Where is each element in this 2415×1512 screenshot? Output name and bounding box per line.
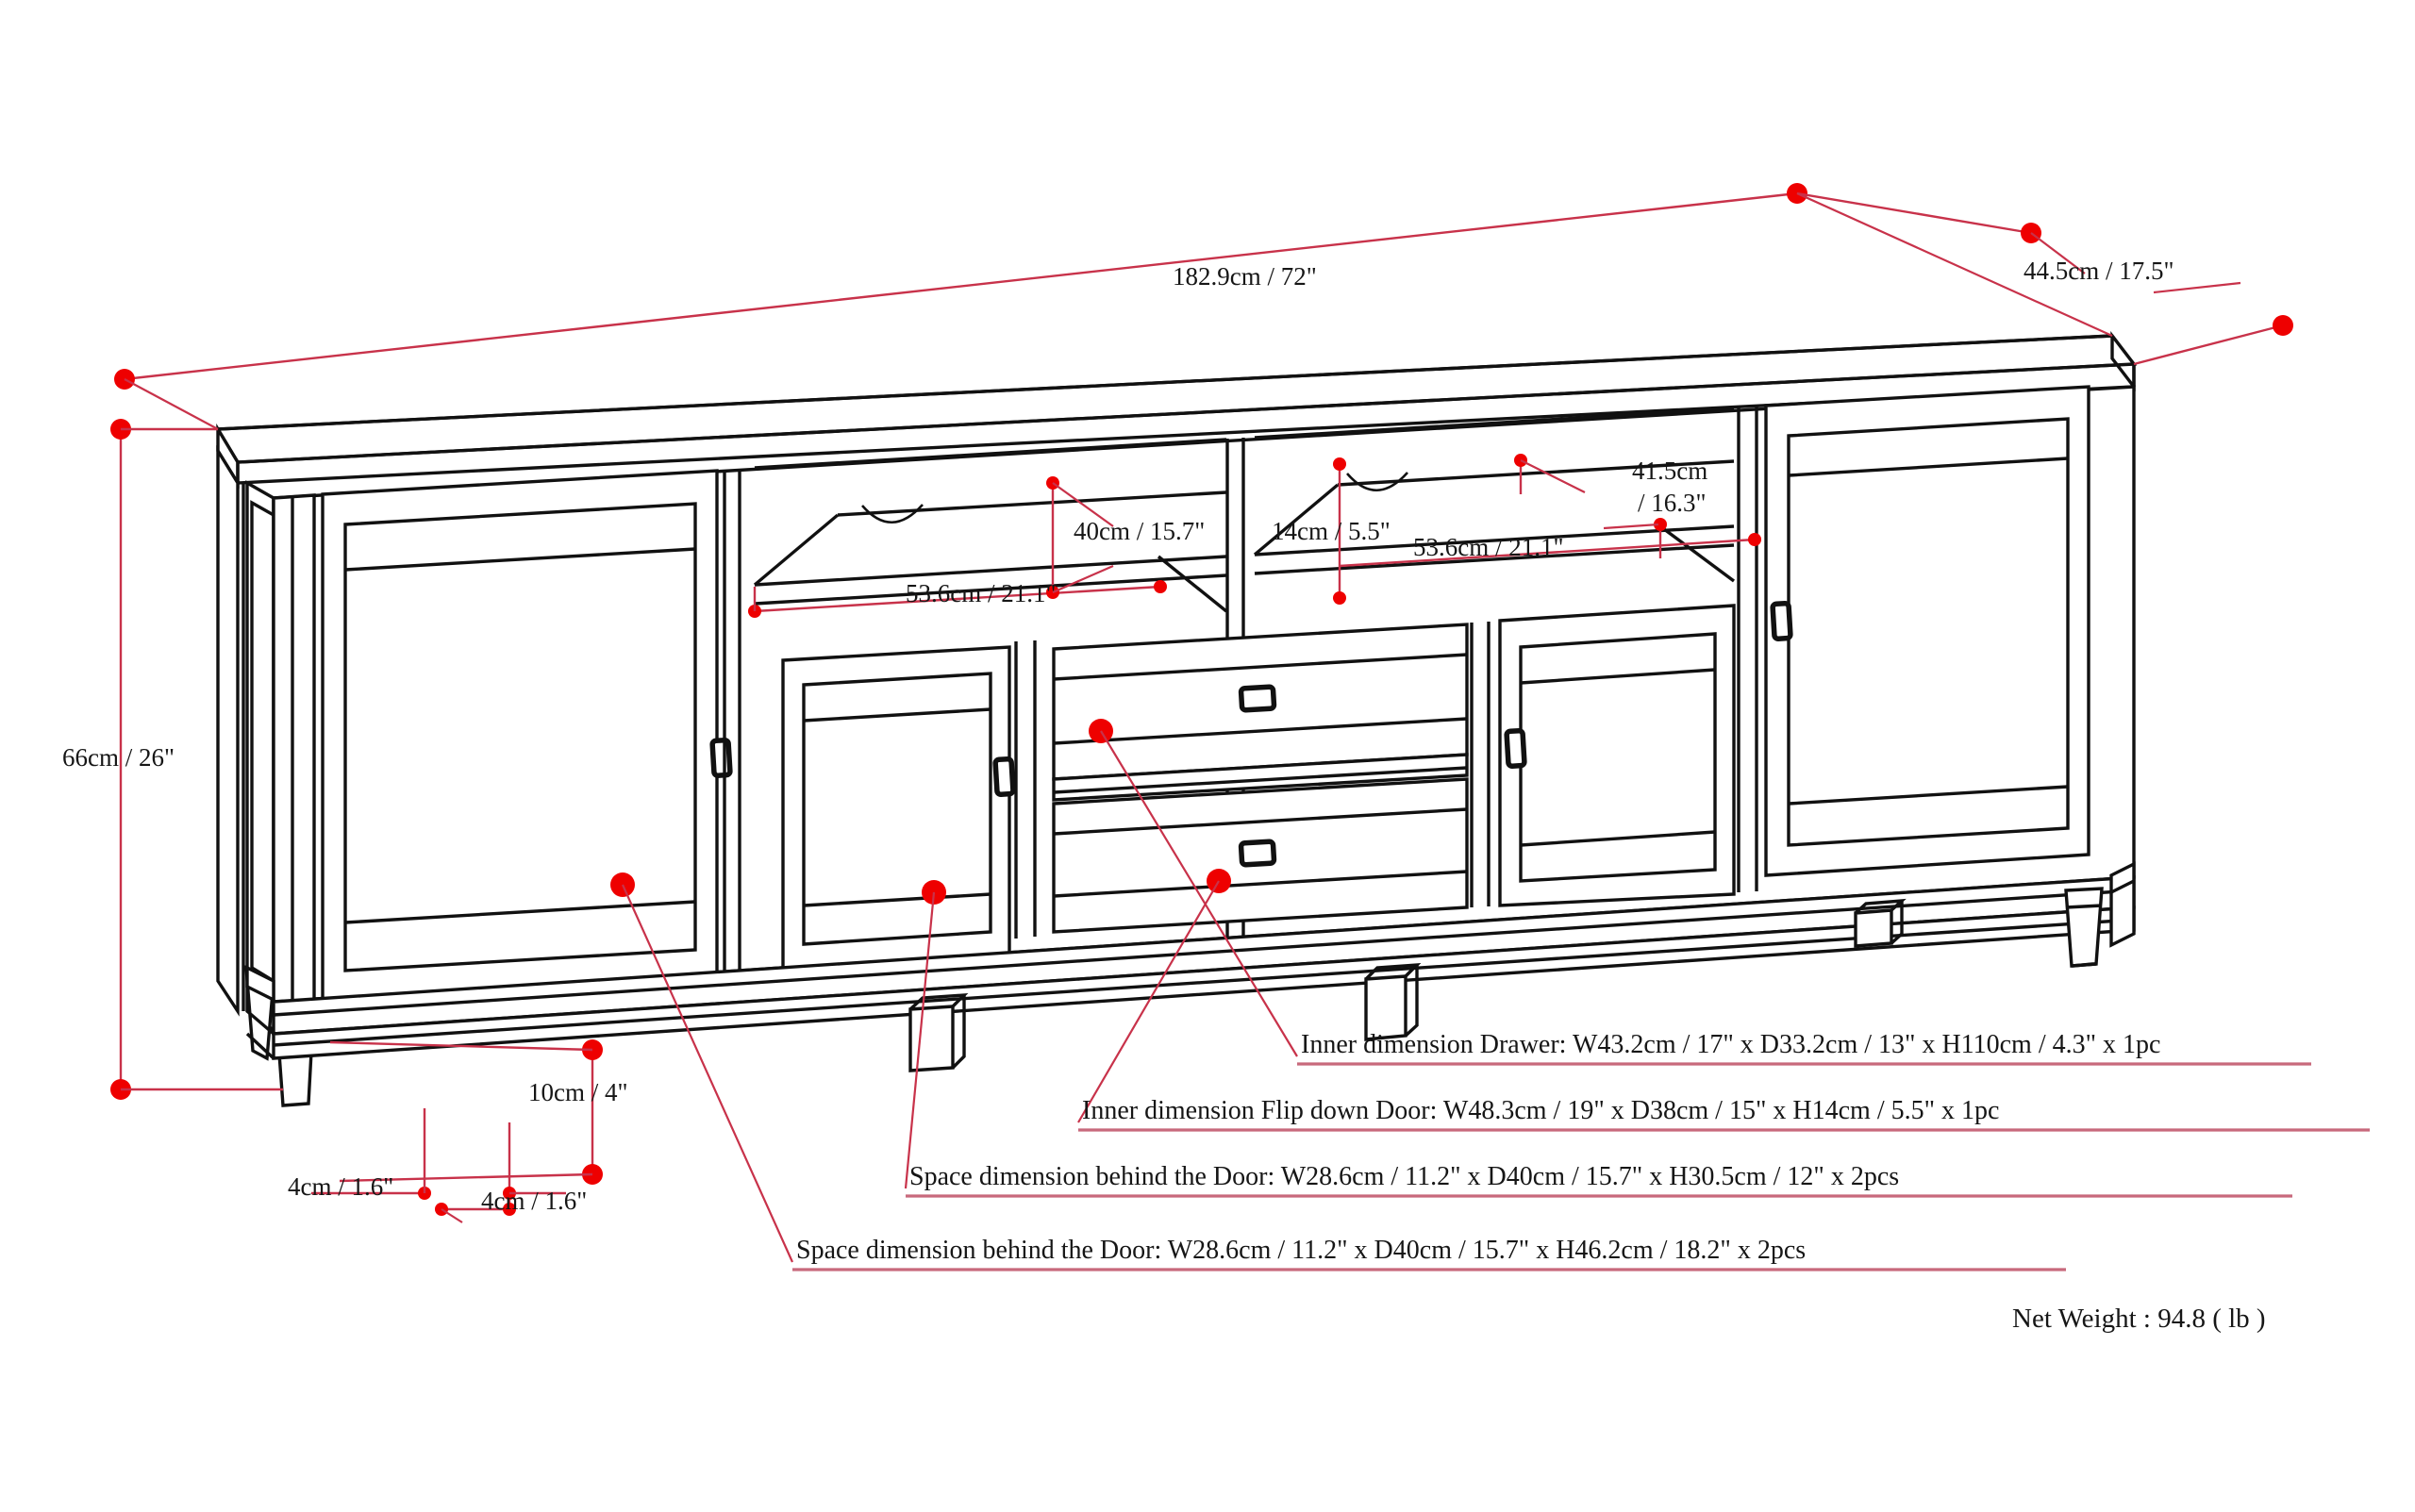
callout-leader-flip-door [1077,869,2370,1132]
dim-label-foot-right: 4cm / 1.6" [481,1187,588,1215]
dim-label-overall-height: 66cm / 26" [62,743,175,772]
dim-label-shelf-width-right: 53.6cm / 21.1" [1413,533,1564,561]
dim-label-overall-depth: 44.5cm / 17.5" [2024,257,2174,285]
drawer-handle-upper[interactable] [1238,684,1277,713]
net-weight-label: Net Weight : 94.8 ( lb ) [2012,1304,2266,1334]
open-shelf-right [1253,407,1736,583]
cabinet-door-right-inner[interactable] [1498,604,1736,907]
dim-label-leg-height: 10cm / 4" [528,1078,628,1106]
drawer-stack-center [1052,623,1469,934]
callout-flip-down-door: Inner dimension Flip down Door: W48.3cm … [1082,1096,2000,1125]
center-foot-3 [1854,898,1907,948]
right-front-leg [2064,887,2104,968]
cabinet-door-left-inner[interactable] [781,645,1011,972]
door-handle-right[interactable] [1770,600,1793,641]
dimension-leg-height [329,1039,603,1185]
dimension-foot-left [311,1108,509,1223]
callout-leader-drawer [1089,719,2311,1066]
right-rear-leg [2109,861,2136,948]
open-shelf-left [753,438,1228,613]
dimension-shelf-depth-right [1514,454,1667,558]
callout-leader-space-upper [904,880,2292,1198]
dim-label-shelf-depth-right-inches: / 16.3" [1638,489,1707,517]
dim-label-shelf-depth-left: 40cm / 15.7" [1074,517,1206,545]
dimension-shelf-height-center [1333,457,1346,605]
dim-label-foot-left: 4cm / 1.6" [288,1172,394,1201]
dimension-overall-depth [1796,191,2293,366]
dim-label-shelf-depth-right: 41.5cm [1632,457,1708,485]
dimension-foot-right [503,1122,566,1216]
callout-drawer: Inner dimension Drawer: W43.2cm / 17" x … [1301,1030,2161,1059]
callout-space-behind-door-upper: Space dimension behind the Door: W28.6cm… [909,1162,1900,1191]
center-foot-2 [1364,962,1422,1041]
cabinet-door-left[interactable] [321,469,719,1001]
dimension-shelf-width-right [1339,533,1761,568]
door-handle-right-inner[interactable] [1504,727,1527,769]
dim-label-overall-width: 182.9cm / 72" [1173,262,1317,291]
callout-space-behind-door-lower: Space dimension behind the Door: W28.6cm… [796,1236,1807,1265]
dimension-overall-height [110,419,283,1100]
dimension-shelf-width-left [748,580,1167,618]
door-handle-left-inner[interactable] [992,756,1016,797]
dim-label-shelf-width-left: 53.6cm / 21.1" [906,579,1057,607]
dim-label-shelf-height-center: 14cm / 5.5" [1272,517,1391,545]
drawer-handle-lower[interactable] [1238,839,1277,868]
cabinet-door-right[interactable] [1764,385,2090,877]
dimension-shelf-depth-left [1046,476,1114,599]
door-handle-left[interactable] [709,737,733,778]
callout-leader-space-lower [610,872,2066,1271]
